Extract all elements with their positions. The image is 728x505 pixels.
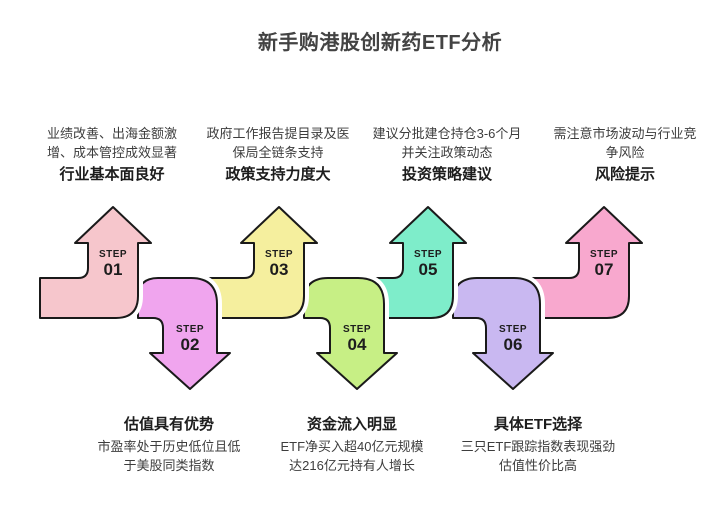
step-5-label: STEP	[414, 249, 442, 260]
step-1-label: STEP	[99, 249, 127, 260]
desc-line: 业绩改善、出海金额激	[46, 126, 177, 141]
step-5-arrow: STEP 05	[365, 202, 471, 323]
step-7-label: STEP	[590, 249, 618, 260]
step-4-label: STEP	[343, 324, 371, 335]
page-title: 新手购港股创新药ETF分析	[257, 32, 503, 54]
step-2-description: 市盈率处于历史低位且低 于美股同类指数	[74, 437, 264, 475]
desc-line: 市盈率处于历史低位且低	[97, 439, 241, 454]
step-7-heading: 风险提示	[594, 166, 655, 183]
step-3-number: 03	[270, 260, 289, 279]
desc-line: 建议分批建仓持仓3-6个月	[372, 126, 522, 141]
step-6-description: 三只ETF跟踪指数表现强劲 估值性价比高	[443, 437, 633, 475]
step-5-description: 建议分批建仓持仓3-6个月 并关注政策动态	[352, 124, 542, 162]
step-2-number: 02	[181, 335, 200, 354]
step-6-label: STEP	[499, 324, 527, 335]
step-3-arrow: STEP 03	[195, 202, 322, 323]
step-3-text-block: 政府工作报告提目录及医 保局全链条支持 政策支持力度大	[183, 124, 373, 185]
desc-line: 保局全链条支持	[232, 145, 324, 160]
step-4-description: ETF净买入超40亿元规模 达216亿元持有人增长	[257, 437, 447, 475]
step-7-description: 需注意市场波动与行业竞 争风险	[530, 124, 720, 162]
step-7-text-block: 需注意市场波动与行业竞 争风险 风险提示	[530, 124, 720, 185]
step-4-heading: 资金流入明显	[306, 416, 397, 433]
desc-line: 政府工作报告提目录及医	[206, 126, 350, 141]
step-5-number: 05	[419, 260, 438, 279]
desc-line: 达216亿元持有人增长	[289, 458, 415, 473]
step-4-number: 04	[348, 335, 367, 354]
desc-line: 需注意市场波动与行业竞	[553, 126, 697, 141]
step-3-description: 政府工作报告提目录及医 保局全链条支持	[183, 124, 373, 162]
step-1-number: 01	[104, 260, 123, 279]
step-2-label: STEP	[176, 324, 204, 335]
step-6-text-block: 具体ETF选择 三只ETF跟踪指数表现强劲 估值性价比高	[443, 414, 633, 475]
step-6-heading: 具体ETF选择	[493, 416, 583, 433]
step-1-heading: 行业基本面良好	[59, 166, 165, 183]
step-6-number: 06	[504, 335, 523, 354]
step-1-description: 业绩改善、出海金额激 增、成本管控成效显著	[17, 124, 207, 162]
step-4-arrow: STEP 04	[299, 273, 402, 394]
desc-line: 增、成本管控成效显著	[46, 145, 177, 160]
step-2-text-block: 估值具有优势 市盈率处于历史低位且低 于美股同类指数	[74, 414, 264, 475]
desc-line: 估值性价比高	[498, 458, 577, 473]
step-2-heading: 估值具有优势	[123, 416, 214, 433]
desc-line: 争风险	[605, 145, 645, 160]
desc-line: 并关注政策动态	[401, 145, 493, 160]
desc-line: 于美股同类指数	[123, 458, 215, 473]
step-1-arrow: STEP 01	[35, 202, 156, 323]
step-3-label: STEP	[265, 249, 293, 260]
step-4-text-block: 资金流入明显 ETF净买入超40亿元规模 达216亿元持有人增长	[257, 414, 447, 475]
step-5-text-block: 建议分批建仓持仓3-6个月 并关注政策动态 投资策略建议	[352, 124, 542, 185]
step-5-heading: 投资策略建议	[401, 166, 492, 183]
step-7-number: 07	[595, 260, 614, 279]
desc-line: 三只ETF跟踪指数表现强劲	[460, 439, 616, 454]
step-6-arrow: STEP 06	[448, 273, 558, 394]
step-2-arrow: STEP 02	[133, 273, 235, 394]
step-7-arrow: STEP 07	[523, 202, 647, 323]
step-1-text-block: 业绩改善、出海金额激 增、成本管控成效显著 行业基本面良好	[17, 124, 207, 185]
step-3-heading: 政策支持力度大	[225, 166, 331, 183]
desc-line: ETF净买入超40亿元规模	[280, 439, 424, 454]
